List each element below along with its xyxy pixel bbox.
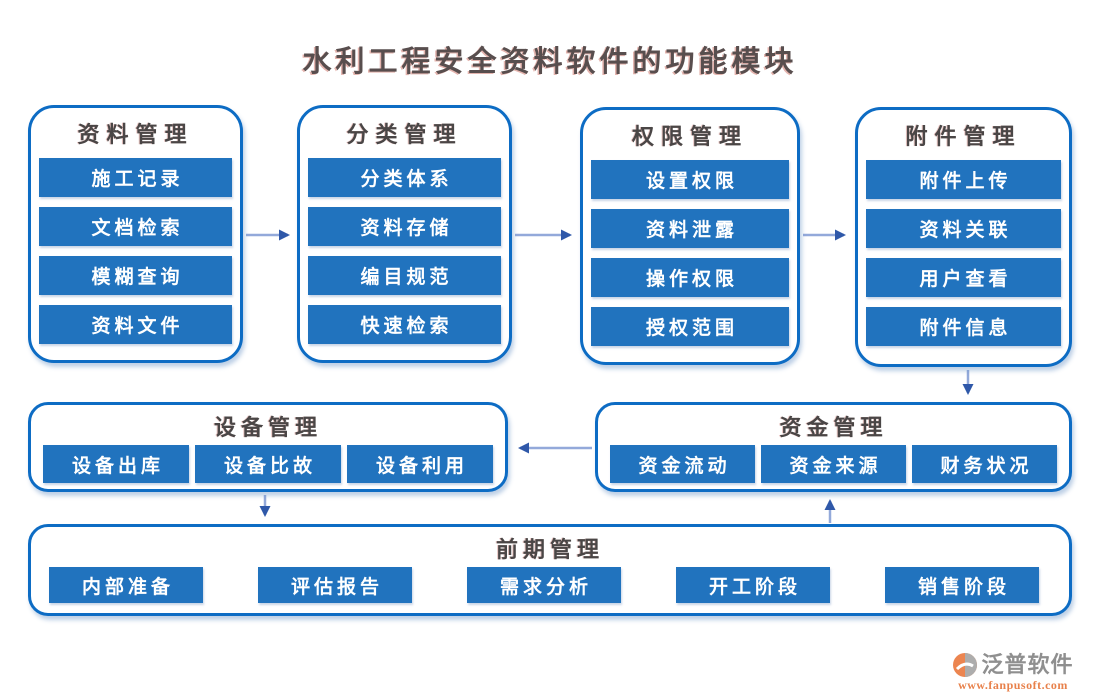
diagram-title: 水利工程安全资料软件的功能模块 [302,46,798,78]
module-earlystage-management: 前期管理 内部准备 评估报告 需求分析 开工阶段 销售阶段 [28,524,1072,616]
module-item: 资金流动 [610,445,755,483]
module-category-management: 分类管理 分类体系 资料存储 编目规范 快速检索 [297,105,512,363]
module-item: 设备出库 [43,445,189,483]
module-item: 开工阶段 [676,567,830,603]
module-item: 附件信息 [866,307,1061,346]
module-item: 授权范围 [591,307,789,346]
brand-url: www.fanpusoft.com [958,677,1068,692]
module-item: 评估报告 [258,567,412,603]
module-item: 设备比故 [195,445,341,483]
fanpu-logo-icon [953,652,978,677]
module-title: 分类管理 [346,122,463,147]
module-title: 资料管理 [77,122,194,147]
module-item: 资料关联 [866,209,1061,248]
module-item: 资料文件 [39,305,232,344]
module-title: 前期管理 [495,537,604,562]
module-funds-management: 资金管理 资金流动 资金来源 财务状况 [595,402,1072,492]
brand-name: 泛普软件 [981,651,1074,677]
module-equipment-management: 设备管理 设备出库 设备比故 设备利用 [28,402,508,492]
module-item: 资金来源 [761,445,906,483]
module-title: 附件管理 [905,124,1022,149]
module-item: 用户查看 [866,258,1061,297]
module-item: 模糊查询 [39,256,232,295]
module-item: 资料泄露 [591,209,789,248]
module-attachment-management: 附件管理 附件上传 资料关联 用户查看 附件信息 [855,107,1072,367]
module-item: 附件上传 [866,160,1061,199]
module-item: 编目规范 [308,256,501,295]
module-title: 设备管理 [213,415,322,440]
module-item: 文档检索 [39,207,232,246]
module-item: 销售阶段 [885,567,1039,603]
module-item: 操作权限 [591,258,789,297]
module-data-management: 资料管理 施工记录 文档检索 模糊查询 资料文件 [28,105,243,363]
module-item: 分类体系 [308,158,501,197]
module-item: 内部准备 [49,567,203,603]
module-title: 资金管理 [779,415,888,440]
module-item: 需求分析 [467,567,621,603]
module-item: 设备利用 [347,445,493,483]
module-item: 财务状况 [912,445,1057,483]
module-permission-management: 权限管理 设置权限 资料泄露 操作权限 授权范围 [580,107,800,365]
brand-logo: 泛普软件 www.fanpusoft.com [938,652,1088,692]
module-item: 施工记录 [39,158,232,197]
module-item: 设置权限 [591,160,789,199]
module-item: 资料存储 [308,207,501,246]
module-title: 权限管理 [631,124,748,149]
module-item: 快速检索 [308,305,501,344]
